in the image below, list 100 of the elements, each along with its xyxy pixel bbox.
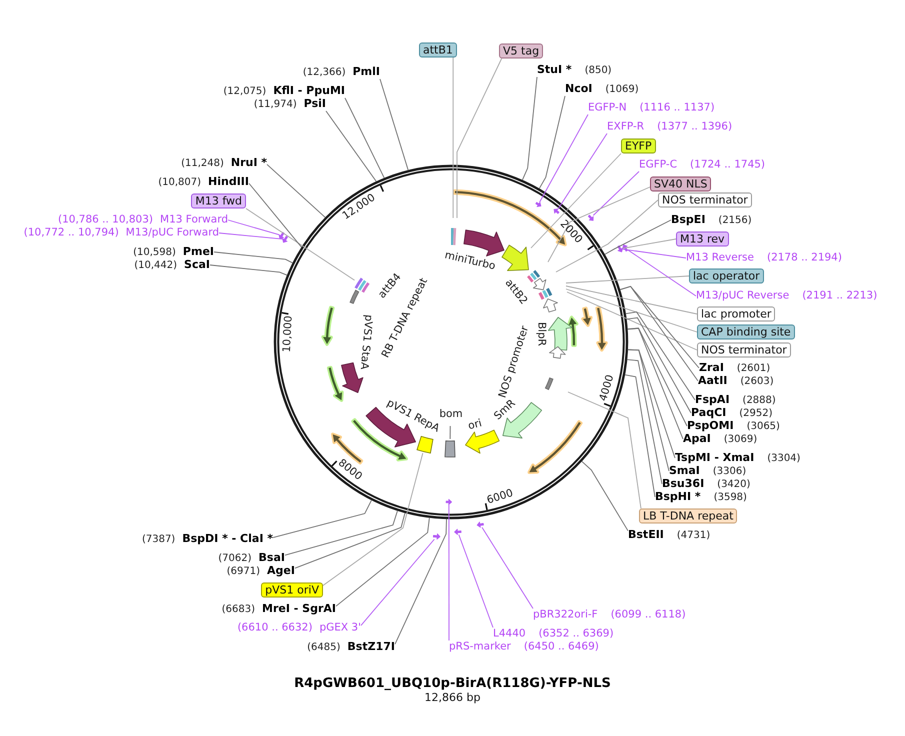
site-position: (2952) bbox=[739, 407, 772, 420]
leader-line bbox=[322, 452, 424, 586]
primer-name: M13 Reverse bbox=[686, 252, 754, 264]
feature-tag: lac promoter bbox=[697, 306, 776, 322]
site-position: (3304) bbox=[767, 452, 800, 465]
enzyme-name: BspEI bbox=[671, 213, 706, 226]
leader-line bbox=[592, 171, 640, 216]
leader-line bbox=[522, 76, 538, 180]
enzyme-name: AgeI bbox=[267, 564, 295, 577]
leader-line bbox=[626, 359, 662, 484]
leader-line bbox=[539, 114, 588, 203]
feature-tag: NOS terminator bbox=[697, 342, 791, 358]
primer-mark bbox=[282, 236, 288, 243]
leader-line bbox=[336, 517, 430, 607]
primer-range: (1724 .. 1745) bbox=[690, 158, 766, 172]
primer-mark bbox=[535, 202, 542, 208]
feature-mark bbox=[354, 278, 370, 293]
leader-line bbox=[448, 504, 450, 641]
primer-mark bbox=[454, 528, 462, 535]
primer-name: pBR322ori-F bbox=[533, 608, 598, 622]
site-position: (10,598) bbox=[133, 246, 176, 259]
primer-range: (6352 .. 6369) bbox=[538, 628, 614, 640]
primer-mark bbox=[432, 533, 440, 540]
leader-line bbox=[556, 200, 658, 272]
primer-range: (10,772 .. 10,794) bbox=[24, 226, 119, 240]
primer-range: (2178 .. 2194) bbox=[766, 252, 842, 264]
leader-line bbox=[624, 374, 656, 498]
site-position: (11,248) bbox=[181, 157, 224, 170]
leader-line bbox=[627, 249, 696, 296]
enzyme-name: ScaI bbox=[184, 258, 210, 271]
leader-line bbox=[566, 276, 690, 284]
leader-line bbox=[566, 292, 698, 350]
map-title: R4pGWB601_UBQ10p-BirA(R118G)-YFP-NLS bbox=[294, 676, 611, 691]
enzyme-name: BspDI * - ClaI * bbox=[182, 532, 273, 545]
site-position: (4731) bbox=[676, 529, 710, 542]
feature-tag: LB T-DNA repeat bbox=[639, 508, 738, 524]
feature-label: ori bbox=[467, 418, 483, 432]
site-position: (7387) bbox=[142, 533, 176, 546]
primer-mark bbox=[278, 232, 284, 239]
enzyme-name: PmeI bbox=[182, 245, 214, 258]
leader-line bbox=[456, 58, 502, 218]
site-position: (6683) bbox=[222, 603, 256, 616]
primer-range: (6450 .. 6469) bbox=[524, 640, 599, 654]
enzyme-name: StuI * bbox=[537, 63, 572, 76]
feature-tag: EYFP bbox=[621, 138, 656, 154]
enzyme-name: KflI - PpuMI bbox=[273, 84, 345, 97]
site-position: (10,807) bbox=[158, 176, 202, 189]
enzyme-name: FspAI bbox=[695, 393, 730, 406]
feature-label: miniTurbo bbox=[444, 250, 496, 272]
feature-label: BlpR bbox=[536, 322, 546, 346]
leader-line bbox=[394, 518, 447, 645]
enzyme-name: ApaI bbox=[683, 432, 711, 445]
primer-name: EXFP-R bbox=[607, 120, 644, 134]
feature-tag: M13 fwd bbox=[191, 194, 246, 208]
feature-tag: V5 tag bbox=[499, 44, 544, 58]
primer-range: (1116 .. 1137) bbox=[640, 102, 715, 114]
feature-tag: M13 rev bbox=[676, 232, 729, 246]
leader-line bbox=[482, 526, 534, 609]
site-position: (7062) bbox=[218, 552, 252, 565]
leader-line bbox=[218, 232, 283, 240]
site-position: (10,442) bbox=[134, 259, 178, 272]
feature-label: bom bbox=[439, 408, 463, 420]
primer-range: (10,786 .. 10,803) bbox=[58, 214, 154, 226]
leader-line bbox=[214, 252, 294, 264]
enzyme-name: MreI - SgrAI bbox=[262, 602, 336, 615]
feature-bar bbox=[416, 436, 434, 454]
primer-range: (1377 .. 1396) bbox=[657, 120, 732, 134]
leader-line bbox=[581, 460, 628, 532]
leader-line bbox=[627, 328, 684, 440]
primer-mark bbox=[588, 214, 594, 221]
site-position: (3598) bbox=[714, 491, 747, 504]
leader-line bbox=[380, 78, 409, 171]
leader-line bbox=[627, 328, 688, 426]
leader-line bbox=[548, 186, 650, 262]
site-position: (3306) bbox=[712, 465, 746, 478]
leader-line bbox=[210, 264, 288, 276]
enzyme-name: Bsu36I bbox=[662, 477, 704, 490]
enzyme-name: BspHI * bbox=[655, 490, 701, 503]
leader-line bbox=[284, 510, 398, 556]
site-position: (2603) bbox=[740, 375, 774, 388]
enzyme-name: PaqCI bbox=[691, 406, 726, 419]
scale-label: 6000 bbox=[486, 488, 515, 506]
primer-name: EGFP-C bbox=[639, 158, 678, 172]
site-position: (3420) bbox=[717, 478, 750, 491]
feature-tag: NOS terminator bbox=[658, 192, 752, 208]
leader-line bbox=[228, 220, 280, 236]
site-position: (1069) bbox=[605, 83, 639, 96]
primer-name: M13 Forward bbox=[160, 214, 228, 226]
feature-tag: CAP binding site bbox=[697, 324, 795, 340]
enzyme-name: BsaI bbox=[258, 551, 285, 564]
leader-line bbox=[622, 248, 686, 258]
site-position: (3065) bbox=[746, 420, 780, 433]
leader-line bbox=[458, 534, 494, 628]
leader-line bbox=[566, 288, 698, 332]
site-position: (12,366) bbox=[302, 66, 346, 79]
leader-line bbox=[558, 133, 608, 210]
leader-line bbox=[248, 182, 302, 248]
primer-mark bbox=[446, 498, 452, 506]
enzyme-name: BstZ17I bbox=[347, 640, 395, 653]
site-position: (3069) bbox=[724, 433, 758, 446]
